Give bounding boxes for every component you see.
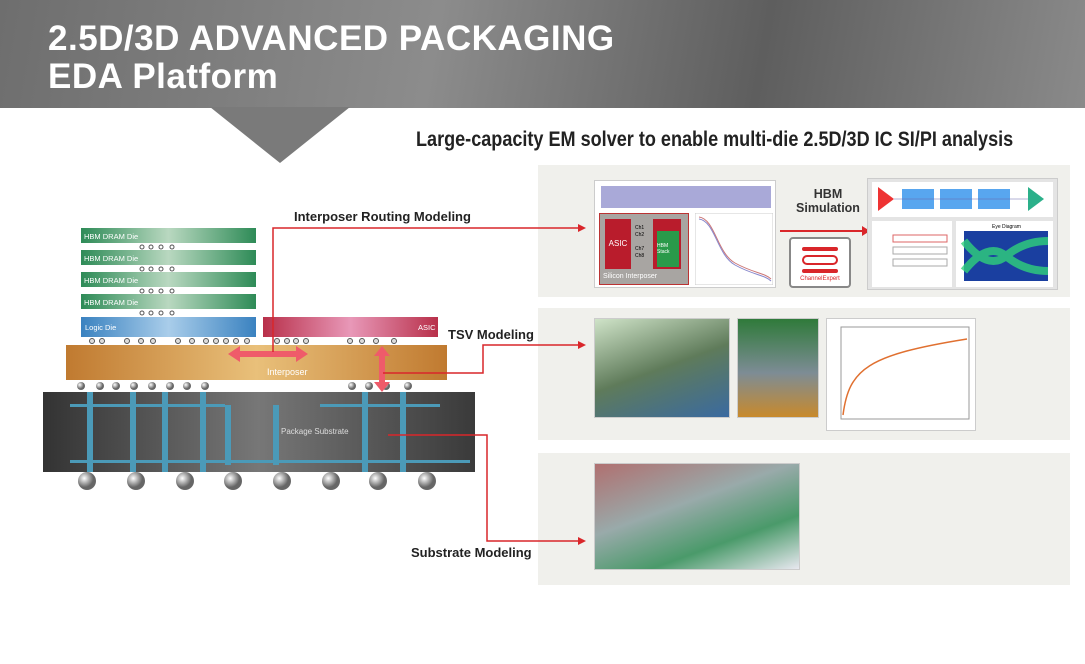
tsv-model-image-1 — [594, 318, 730, 418]
silicon-interposer-label: Silicon Interposer — [603, 273, 658, 280]
c4-bumps — [77, 382, 412, 390]
asic-label: ASIC — [418, 323, 436, 332]
asic-block: ASIC — [605, 219, 631, 269]
substrate-vias — [70, 392, 470, 472]
substrate-panel — [538, 453, 1070, 585]
highlight-arrows — [228, 346, 390, 392]
logic-die — [81, 317, 256, 337]
page-title: 2.5D/3D ADVANCED PACKAGING EDA Platform — [48, 20, 615, 96]
topology-and-eye: Eye Diagram — [872, 182, 1053, 287]
microbumps — [89, 338, 397, 344]
svg-text:HBM DRAM Die: HBM DRAM Die — [84, 298, 138, 307]
callout-arrowheads — [578, 224, 586, 545]
svg-text:HBM DRAM Die: HBM DRAM Die — [84, 276, 138, 285]
substrate-model-image — [594, 463, 800, 570]
tsv-plot — [826, 318, 976, 431]
svg-text:HBM DRAM Die: HBM DRAM Die — [84, 232, 138, 241]
logic-die-label: Logic Die — [85, 323, 116, 332]
hbm-dram-dies: HBM DRAM Die HBM DRAM Die HBM DRAM Die H… — [81, 228, 256, 316]
tsv-model-image-2 — [737, 318, 819, 418]
asic-die — [263, 317, 438, 337]
subtitle: Large-capacity EM solver to enable multi… — [416, 128, 1014, 151]
hbm-die-4 — [81, 294, 256, 309]
svg-text:Eye Diagram: Eye Diagram — [992, 224, 1021, 230]
tsv-modeling-label: TSV Modeling — [448, 327, 534, 342]
hbm-die-1 — [81, 228, 256, 243]
channel-expert-logo: ChannelExpert — [789, 237, 851, 288]
interposer-routing-label: Interposer Routing Modeling — [294, 209, 471, 224]
hbm-die-3 — [81, 272, 256, 287]
hbm-die-2 — [81, 250, 256, 265]
simulation-results-image: Eye Diagram — [867, 178, 1058, 290]
hbm-simulation-label: HBM Simulation — [796, 187, 860, 215]
interposer — [66, 345, 447, 380]
header-notch — [210, 107, 350, 163]
hbm-stack-block: HBM Stack — [657, 231, 679, 267]
substrate-modeling-label: Substrate Modeling — [411, 545, 532, 560]
title-line-2: EDA Platform — [48, 57, 279, 96]
substrate-label: Package Substrate — [281, 427, 349, 436]
title-line-1: 2.5D/3D ADVANCED PACKAGING — [48, 19, 615, 58]
insertion-loss-plot — [695, 213, 773, 285]
header-banner — [0, 0, 1085, 108]
callout-lines — [272, 227, 578, 542]
arrow-to-simulation — [780, 226, 870, 236]
interposer-label: Interposer — [267, 367, 308, 377]
tsv-panel — [538, 308, 1070, 440]
bga-balls — [78, 472, 436, 490]
svg-text:HBM DRAM Die: HBM DRAM Die — [84, 254, 138, 263]
